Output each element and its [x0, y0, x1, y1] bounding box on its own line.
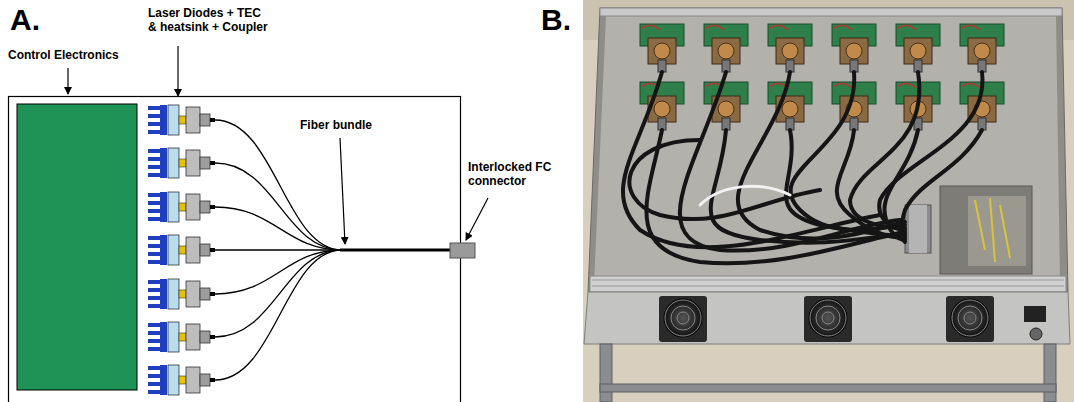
fiber	[215, 207, 342, 250]
diode-module	[768, 82, 812, 130]
housing-outline	[9, 97, 461, 402]
panel-letter: B.	[541, 2, 571, 38]
laser-diode-unit	[148, 148, 215, 178]
diode-module	[640, 24, 684, 72]
cable	[629, 140, 820, 219]
cable-tag	[700, 186, 790, 205]
diode-module	[704, 82, 748, 130]
diode-module	[704, 24, 748, 72]
fiber	[215, 250, 342, 337]
diode-module	[896, 24, 940, 72]
photo-chassis	[583, 0, 1074, 402]
diode-module	[640, 82, 684, 130]
fan	[804, 296, 852, 342]
part-label: Fiber bundle	[300, 118, 372, 132]
laser-diode-unit	[148, 322, 215, 352]
photo-front-panel	[584, 292, 1070, 344]
laser-diode-unit	[148, 192, 215, 222]
cable	[902, 130, 982, 242]
diode-module	[960, 24, 1004, 72]
photo-diode-modules	[640, 24, 1004, 130]
part-label: Control Electronics	[8, 48, 119, 62]
fiber-lines	[215, 120, 342, 380]
laser-diode-unit	[148, 105, 215, 135]
fiber	[215, 250, 342, 380]
part-label: Laser Diodes + TEC & heatsink + Coupler	[148, 6, 272, 35]
part-label: Interlocked FC connector	[468, 160, 558, 189]
fiber	[215, 250, 342, 294]
fc-connector	[450, 243, 475, 258]
fiber-bundle-line	[340, 250, 451, 251]
laser-diode-unit	[148, 365, 215, 395]
laser-diode-unit	[148, 235, 215, 265]
fiber	[215, 163, 342, 250]
laser-diode-unit	[148, 279, 215, 309]
leader-arrows	[68, 46, 488, 244]
cable	[646, 130, 905, 263]
fiber	[215, 249, 342, 250]
photo-fiber-cables	[623, 72, 983, 263]
panel-letter: A.	[10, 2, 40, 38]
fiber	[215, 120, 342, 250]
photo-stand	[600, 344, 1056, 402]
control-electronics-board	[17, 104, 137, 390]
laser-diode-units	[148, 105, 215, 395]
fan	[659, 296, 707, 342]
diode-module	[768, 24, 812, 72]
fan	[946, 296, 994, 342]
diode-module	[832, 24, 876, 72]
